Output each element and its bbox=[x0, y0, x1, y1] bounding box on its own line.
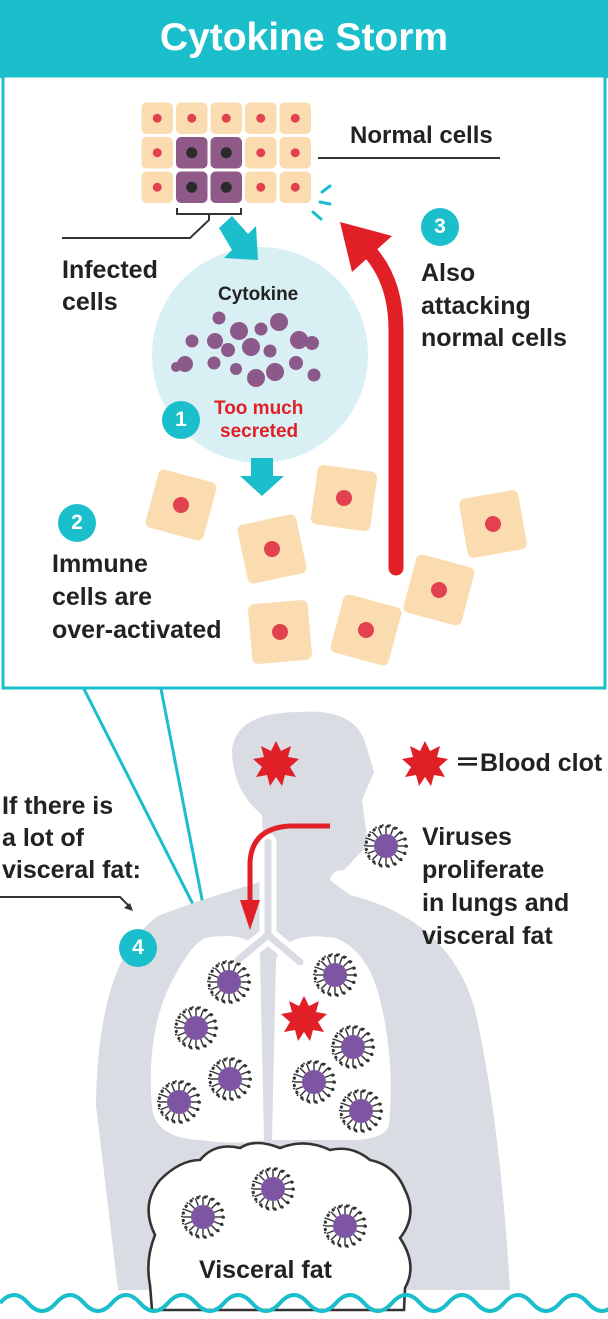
attacking-label-2: attacking bbox=[421, 292, 531, 320]
attacking-label-1: Also bbox=[421, 259, 476, 287]
cytokine-bubble bbox=[152, 247, 368, 463]
page-title: Cytokine Storm bbox=[159, 16, 449, 59]
step-4-badge: 4 bbox=[119, 929, 157, 967]
cell-nucleus bbox=[256, 113, 266, 123]
cell-nucleus bbox=[187, 113, 197, 123]
cell-nucleus bbox=[220, 147, 232, 159]
infected-bracket bbox=[62, 208, 242, 239]
visceral-fat-pointer bbox=[0, 896, 132, 909]
immune-cell-icon bbox=[247, 599, 313, 665]
arrow-down-bottom bbox=[240, 458, 284, 496]
visceral-fat-area bbox=[147, 1141, 412, 1312]
title-bar bbox=[0, 0, 608, 78]
immune-cell-icon bbox=[458, 489, 528, 559]
airway bbox=[234, 838, 304, 966]
right-lung bbox=[272, 936, 391, 1140]
virus-label-1: Viruses bbox=[422, 823, 512, 851]
wave-line bbox=[0, 1293, 608, 1313]
immune-label-2: cells are bbox=[52, 583, 153, 611]
visceral-question-3: visceral fat: bbox=[2, 856, 141, 884]
attacking-label-3: normal cells bbox=[421, 324, 567, 352]
callout-line-left bbox=[82, 688, 208, 931]
immune-cell-icon bbox=[310, 464, 378, 532]
cell-nucleus bbox=[186, 181, 198, 193]
immune-label-1: Immune bbox=[52, 550, 148, 578]
cell-nucleus bbox=[290, 113, 300, 123]
cytokine-dots bbox=[171, 311, 321, 387]
cell-nucleus bbox=[220, 181, 232, 193]
cell-nucleus bbox=[290, 148, 300, 158]
arrow-down-top bbox=[219, 216, 258, 260]
infected-cells-label-1: Infected bbox=[62, 256, 158, 284]
step-1-badge: 1 bbox=[162, 401, 200, 439]
virus-label-2: proliferate bbox=[422, 856, 545, 884]
cell-nucleus bbox=[221, 113, 231, 123]
virus-icon bbox=[363, 823, 409, 869]
visceral-question-2: a lot of bbox=[2, 824, 84, 852]
red-arrow-up-head bbox=[340, 222, 392, 272]
blood-clot-legend: ＝Blood clot bbox=[455, 749, 603, 777]
step-2-badge: 2 bbox=[58, 504, 96, 542]
cytokine-label: Cytokine bbox=[218, 284, 299, 305]
step-3-badge: 3 bbox=[421, 208, 459, 246]
visceral-fat-label: Visceral fat bbox=[199, 1256, 332, 1284]
cell-grid bbox=[141, 102, 311, 203]
normal-cells-label: Normal cells bbox=[350, 122, 493, 149]
cell-nucleus bbox=[256, 148, 266, 158]
virus-label-4: visceral fat bbox=[422, 922, 553, 950]
red-arrow-down bbox=[247, 823, 330, 902]
cell-nucleus bbox=[152, 182, 162, 192]
infected-cells-label-2: cells bbox=[62, 288, 118, 316]
cell-nucleus bbox=[256, 182, 266, 192]
red-arrow-down-head bbox=[240, 900, 260, 930]
immune-label-3: over-activated bbox=[52, 616, 222, 644]
too-much-label-1: Too much bbox=[214, 398, 304, 419]
blood-clot-icon bbox=[402, 741, 448, 786]
spark-marks bbox=[311, 184, 332, 221]
callout-line-right bbox=[159, 688, 210, 931]
cell-nucleus bbox=[152, 113, 162, 123]
too-much-label-2: secreted bbox=[220, 421, 299, 442]
cell-nucleus bbox=[152, 148, 162, 158]
cell-nucleus bbox=[290, 182, 300, 192]
virus-label-3: in lungs and bbox=[422, 889, 570, 917]
red-arrow-up bbox=[360, 242, 404, 576]
immune-cell-icon bbox=[236, 513, 308, 585]
cell-nucleus bbox=[186, 147, 198, 159]
visceral-question-1: If there is bbox=[2, 792, 114, 820]
visceral-fat-pointer-head bbox=[124, 903, 133, 911]
